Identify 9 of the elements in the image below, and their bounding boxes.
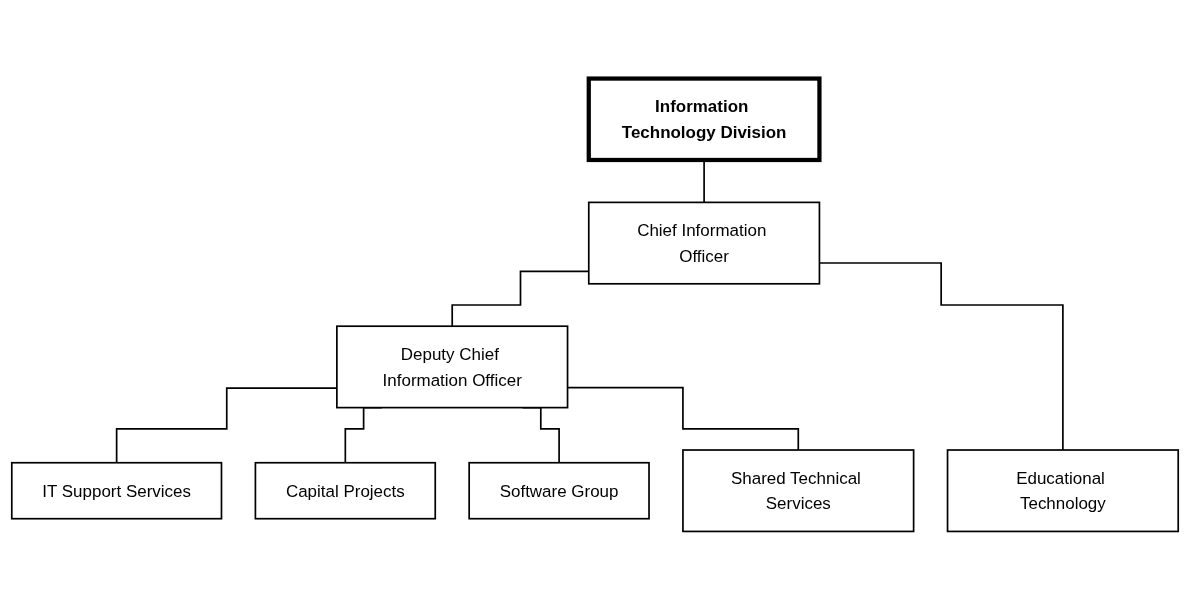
node-box: Chief Information Officer (587, 201, 820, 285)
node-box: Shared Technical Services (681, 449, 914, 533)
node-box: Software Group (467, 461, 650, 520)
node-box: IT Support Services (10, 461, 222, 520)
node-box: Deputy Chief Information Officer (335, 325, 568, 409)
connector (818, 262, 1064, 451)
node-box: Capital Projects (254, 461, 436, 520)
node-box: Information Technology Division (586, 76, 822, 163)
node-box: Educational Technology (946, 449, 1179, 533)
